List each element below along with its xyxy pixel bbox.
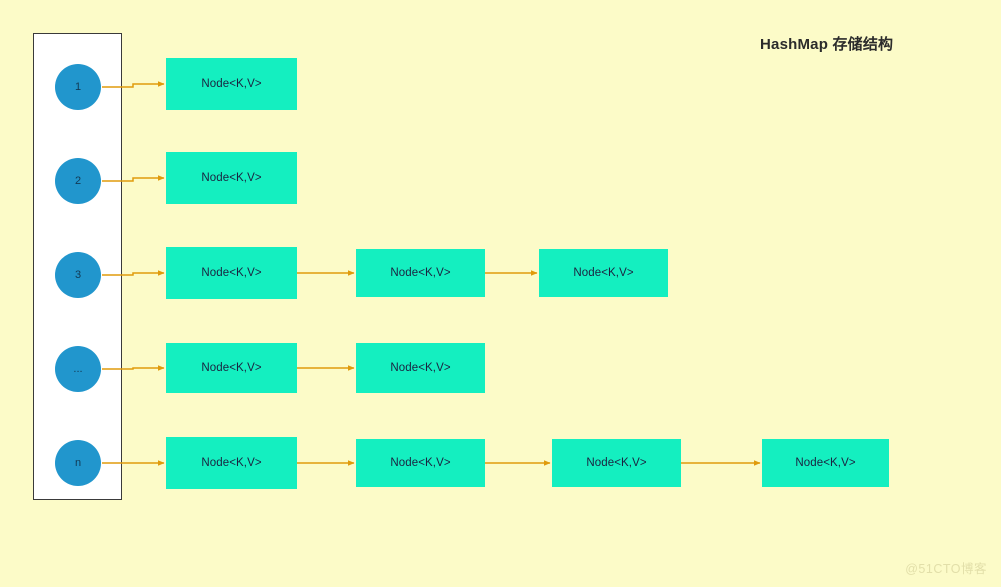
node-box-row2-1[interactable]: Node<K,V> [166,152,297,204]
bucket-slot-4[interactable]: ... [55,346,101,392]
node-box-row3-3[interactable]: Node<K,V> [539,249,668,297]
bucket-slot-5[interactable]: n [55,440,101,486]
node-box-row1-1[interactable]: Node<K,V> [166,58,297,110]
watermark: @51CTO博客 [905,562,987,576]
node-box-row4-2[interactable]: Node<K,V> [356,343,485,393]
node-box-row5-3[interactable]: Node<K,V> [552,439,681,487]
bucket-slot-2[interactable]: 2 [55,158,101,204]
node-box-row3-1[interactable]: Node<K,V> [166,247,297,299]
node-box-row4-1[interactable]: Node<K,V> [166,343,297,393]
node-box-row5-1[interactable]: Node<K,V> [166,437,297,489]
node-box-row5-4[interactable]: Node<K,V> [762,439,889,487]
bucket-slot-3[interactable]: 3 [55,252,101,298]
page-title: HashMap 存储结构 [760,36,894,53]
node-box-row3-2[interactable]: Node<K,V> [356,249,485,297]
bucket-slot-1[interactable]: 1 [55,64,101,110]
node-box-row5-2[interactable]: Node<K,V> [356,439,485,487]
